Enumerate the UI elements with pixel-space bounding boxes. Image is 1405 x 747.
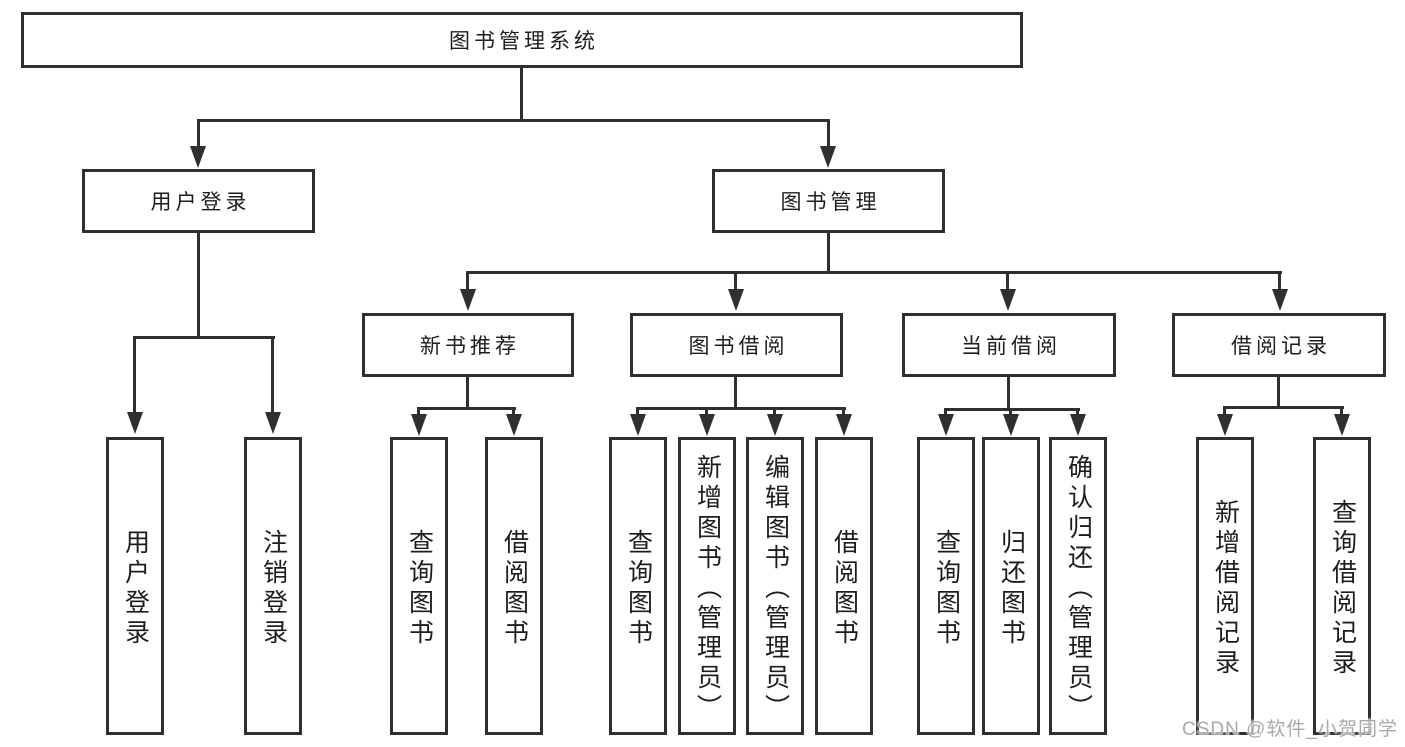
leaf-query-book-borrow: 查询图书 bbox=[609, 437, 667, 735]
node-borrow-record-label: 借阅记录 bbox=[1231, 335, 1331, 358]
connector-v-line bbox=[1007, 377, 1010, 410]
leaf-edit-book-admin: 编辑图书（管理员） bbox=[746, 437, 804, 735]
leaf-return-book-label: 归还图书 bbox=[997, 528, 1026, 649]
node-current-borrow-label: 当前借阅 bbox=[961, 335, 1061, 358]
leaf-add-book-admin: 新增图书（管理员） bbox=[678, 437, 736, 735]
leaf-user-login: 用户登录 bbox=[106, 437, 164, 735]
arrow-down-icon bbox=[938, 414, 954, 436]
connector-v-line bbox=[1006, 271, 1009, 291]
connector-v-line bbox=[1076, 408, 1079, 417]
connector-v-line bbox=[773, 407, 776, 417]
leaf-borrow-book-newbook: 借阅图书 bbox=[485, 437, 543, 735]
node-user-login-label: 用户登录 bbox=[150, 191, 251, 214]
arrow-down-icon bbox=[630, 414, 646, 436]
leaf-add-borrow-record: 新增借阅记录 bbox=[1196, 437, 1254, 735]
arrow-down-icon bbox=[820, 146, 836, 168]
connector-v-line bbox=[1340, 406, 1343, 417]
node-book-management-label: 图书管理 bbox=[780, 191, 881, 214]
arrow-down-icon bbox=[190, 146, 206, 168]
connector-v-line bbox=[133, 336, 136, 415]
node-new-book-recommend-label: 新书推荐 bbox=[420, 335, 520, 358]
connector-h-line bbox=[417, 407, 516, 410]
connector-v-line bbox=[520, 68, 523, 120]
connector-v-line bbox=[466, 271, 469, 291]
connector-v-line bbox=[417, 407, 420, 417]
leaf-confirm-return-admin: 确认归还（管理员） bbox=[1049, 437, 1107, 735]
arrow-down-icon bbox=[127, 412, 143, 434]
connector-v-line bbox=[1223, 406, 1226, 417]
leaf-edit-book-admin-label: 编辑图书（管理员） bbox=[761, 453, 790, 724]
connector-v-line bbox=[842, 407, 845, 417]
arrow-down-icon bbox=[767, 414, 783, 436]
connector-v-line bbox=[197, 233, 200, 337]
arrow-down-icon bbox=[1334, 414, 1350, 436]
leaf-query-book-current-label: 查询图书 bbox=[932, 528, 961, 649]
connector-v-line bbox=[466, 377, 469, 409]
arrow-down-icon bbox=[265, 412, 281, 434]
leaf-query-book-current: 查询图书 bbox=[917, 437, 975, 735]
leaf-borrow-book-newbook-label: 借阅图书 bbox=[500, 528, 529, 649]
node-new-book-recommend: 新书推荐 bbox=[362, 313, 574, 377]
leaf-add-borrow-record-label: 新增借阅记录 bbox=[1211, 498, 1240, 679]
connector-v-line bbox=[197, 119, 200, 149]
connector-v-line bbox=[827, 232, 830, 273]
connector-h-line bbox=[466, 271, 1282, 274]
connector-h-line bbox=[944, 408, 1080, 411]
connector-v-line bbox=[1278, 271, 1281, 291]
leaf-return-book: 归还图书 bbox=[982, 437, 1040, 735]
arrow-down-icon bbox=[836, 414, 852, 436]
arrow-down-icon bbox=[411, 414, 427, 436]
leaf-add-book-admin-label: 新增图书（管理员） bbox=[693, 453, 722, 724]
arrow-down-icon bbox=[1003, 414, 1019, 436]
leaf-logout-label: 注销登录 bbox=[259, 528, 288, 649]
arrow-down-icon bbox=[1000, 289, 1016, 311]
node-book-management: 图书管理 bbox=[712, 169, 945, 233]
connector-v-line bbox=[944, 408, 947, 417]
connector-h-line bbox=[197, 119, 830, 122]
connector-h-line bbox=[1223, 406, 1344, 409]
connector-v-line bbox=[827, 119, 830, 149]
leaf-query-borrow-record-label: 查询借阅记录 bbox=[1328, 498, 1357, 679]
connector-v-line bbox=[1009, 408, 1012, 417]
node-borrow-record: 借阅记录 bbox=[1172, 313, 1386, 377]
connector-v-line bbox=[734, 377, 737, 409]
arrow-down-icon bbox=[1272, 289, 1288, 311]
connector-v-line bbox=[271, 336, 274, 415]
node-book-borrow: 图书借阅 bbox=[630, 313, 843, 377]
leaf-query-book-newbook-label: 查询图书 bbox=[405, 528, 434, 649]
leaf-query-borrow-record: 查询借阅记录 bbox=[1313, 437, 1371, 735]
arrow-down-icon bbox=[460, 289, 476, 311]
arrow-down-icon bbox=[506, 414, 522, 436]
leaf-confirm-return-admin-label: 确认归还（管理员） bbox=[1064, 453, 1093, 724]
leaf-logout: 注销登录 bbox=[244, 437, 302, 735]
arrow-down-icon bbox=[699, 414, 715, 436]
leaf-borrow-book-borrow: 借阅图书 bbox=[815, 437, 873, 735]
connector-h-line bbox=[636, 407, 846, 410]
node-current-borrow: 当前借阅 bbox=[902, 313, 1116, 377]
node-user-login: 用户登录 bbox=[82, 169, 315, 233]
node-root-label: 图书管理系统 bbox=[449, 30, 599, 53]
node-book-borrow-label: 图书借阅 bbox=[688, 335, 789, 358]
leaf-query-book-newbook: 查询图书 bbox=[390, 437, 448, 735]
arrow-down-icon bbox=[728, 289, 744, 311]
csdn-watermark: CSDN @软件_小贺同学 bbox=[1182, 719, 1398, 740]
leaf-query-book-borrow-label: 查询图书 bbox=[624, 528, 653, 649]
connector-v-line bbox=[1277, 377, 1280, 408]
connector-v-line bbox=[734, 271, 737, 291]
leaf-borrow-book-borrow-label: 借阅图书 bbox=[830, 528, 859, 649]
leaf-user-login-label: 用户登录 bbox=[121, 528, 150, 649]
connector-v-line bbox=[705, 407, 708, 417]
arrow-down-icon bbox=[1070, 414, 1086, 436]
arrow-down-icon bbox=[1217, 414, 1233, 436]
connector-v-line bbox=[512, 407, 515, 417]
connector-h-line bbox=[133, 336, 275, 339]
node-root: 图书管理系统 bbox=[21, 12, 1023, 68]
connector-v-line bbox=[636, 407, 639, 417]
